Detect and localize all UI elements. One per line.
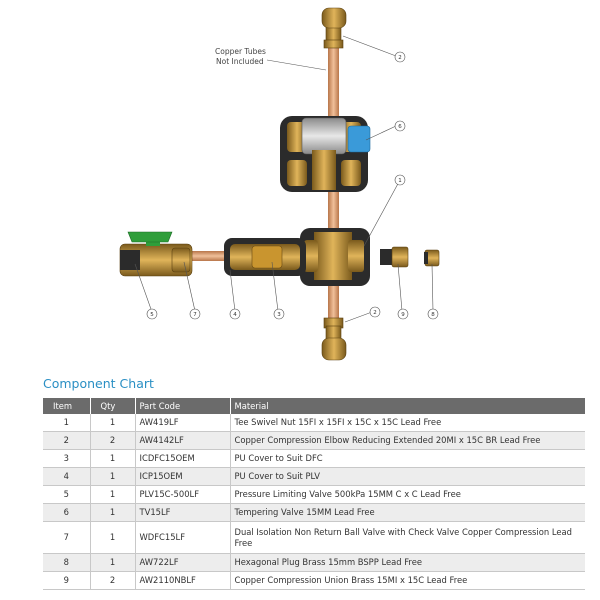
cell-material: Copper Compression Elbow Reducing Extend… — [230, 431, 585, 450]
callout-6: 6 — [398, 124, 402, 130]
cell-item: 6 — [43, 503, 91, 522]
assembly-diagram: Copper Tubes Not Included 2 6 1 5 7 4 3 … — [119, 7, 440, 361]
callout-7: 7 — [193, 312, 197, 318]
union-fitting — [380, 246, 409, 268]
cell-part-code: AW4142LF — [135, 431, 231, 450]
cell-item: 4 — [43, 467, 91, 486]
cell-item: 2 — [43, 431, 91, 450]
callout-3: 3 — [277, 312, 281, 318]
cell-qty: 1 — [90, 414, 136, 432]
table-header-row: Item Qty Part Code Material — [43, 398, 585, 414]
cell-material: Pressure Limiting Valve 500kPa 15MM C x … — [230, 485, 585, 504]
cell-item: 3 — [43, 449, 91, 468]
cell-part-code: AW722LF — [135, 553, 231, 572]
callout-9: 9 — [401, 312, 405, 318]
cell-part-code: AW419LF — [135, 414, 231, 432]
callout-1: 1 — [398, 178, 402, 184]
hex-plug — [424, 249, 440, 267]
table-row: 3 1 ICDFC15OEM PU Cover to Suit DFC — [43, 449, 585, 468]
cell-part-code: ICDFC15OEM — [135, 449, 231, 468]
table-row: 2 2 AW4142LF Copper Compression Elbow Re… — [43, 431, 585, 450]
cell-qty: 1 — [90, 521, 136, 554]
callout-5-left: 5 — [150, 312, 154, 318]
callout-2-bottom: 2 — [373, 310, 377, 316]
cell-part-code: PLV15C-500LF — [135, 485, 231, 504]
note-copper-tubes: Copper Tubes — [215, 47, 266, 56]
cell-item: 1 — [43, 414, 91, 432]
cell-material: Copper Compression Union Brass 15MI x 15… — [230, 571, 585, 590]
table-row: 6 1 TV15LF Tempering Valve 15MM Lead Fre… — [43, 503, 585, 522]
cell-item: 8 — [43, 553, 91, 572]
cell-item: 5 — [43, 485, 91, 504]
cell-part-code: ICP15OEM — [135, 467, 231, 486]
pressure-limiting-valve — [224, 238, 306, 276]
table-row: 7 1 WDFC15LF Dual Isolation Non Return B… — [43, 521, 585, 554]
cell-material: Tempering Valve 15MM Lead Free — [230, 503, 585, 522]
copper-pipe-middle — [328, 188, 339, 232]
copper-pipe-bottom — [328, 278, 339, 320]
cell-qty: 2 — [90, 571, 136, 590]
table-row: 4 1 ICP15OEM PU Cover to Suit PLV — [43, 467, 585, 486]
header-item: Item — [43, 398, 91, 414]
bottom-elbow — [321, 317, 347, 361]
cell-part-code: WDFC15LF — [135, 521, 231, 554]
copper-pipe-left — [190, 251, 230, 261]
header-qty: Qty — [90, 398, 136, 414]
cell-qty: 1 — [90, 485, 136, 504]
callout-2-top: 2 — [398, 55, 402, 61]
cell-material: PU Cover to Suit PLV — [230, 467, 585, 486]
table-row: 8 1 AW722LF Hexagonal Plug Brass 15mm BS… — [43, 553, 585, 572]
cell-part-code: TV15LF — [135, 503, 231, 522]
leader-lines — [134, 35, 434, 323]
cell-material: Dual Isolation Non Return Ball Valve wit… — [230, 521, 585, 554]
cell-qty: 1 — [90, 467, 136, 486]
table-row: 9 2 AW2110NBLF Copper Compression Union … — [43, 571, 585, 590]
header-part-code: Part Code — [135, 398, 231, 414]
top-elbow — [321, 7, 347, 49]
component-chart-title: Component Chart — [43, 376, 154, 391]
table-row: 5 1 PLV15C-500LF Pressure Limiting Valve… — [43, 485, 585, 504]
cell-qty: 1 — [90, 503, 136, 522]
table-row: 1 1 AW419LF Tee Swivel Nut 15FI x 15FI x… — [43, 414, 585, 432]
cell-item: 9 — [43, 571, 91, 590]
component-table: Item Qty Part Code Material 1 1 AW419LF … — [43, 398, 585, 590]
isolation-ball-valve — [119, 231, 193, 277]
cell-material: Hexagonal Plug Brass 15mm BSPP Lead Free — [230, 553, 585, 572]
cell-item: 7 — [43, 521, 91, 554]
note-not-included: Not Included — [216, 57, 264, 66]
cell-part-code: AW2110NBLF — [135, 571, 231, 590]
callout-8: 8 — [431, 312, 435, 318]
cell-qty: 1 — [90, 553, 136, 572]
callout-4: 4 — [233, 312, 237, 318]
tempering-valve — [280, 116, 371, 192]
cell-material: Tee Swivel Nut 15FI x 15FI x 15C x 15C L… — [230, 414, 585, 432]
cell-material: PU Cover to Suit DFC — [230, 449, 585, 468]
copper-pipe-top — [328, 42, 339, 122]
cell-qty: 1 — [90, 449, 136, 468]
tee-fitting — [300, 228, 370, 286]
header-material: Material — [230, 398, 585, 414]
cell-qty: 2 — [90, 431, 136, 450]
